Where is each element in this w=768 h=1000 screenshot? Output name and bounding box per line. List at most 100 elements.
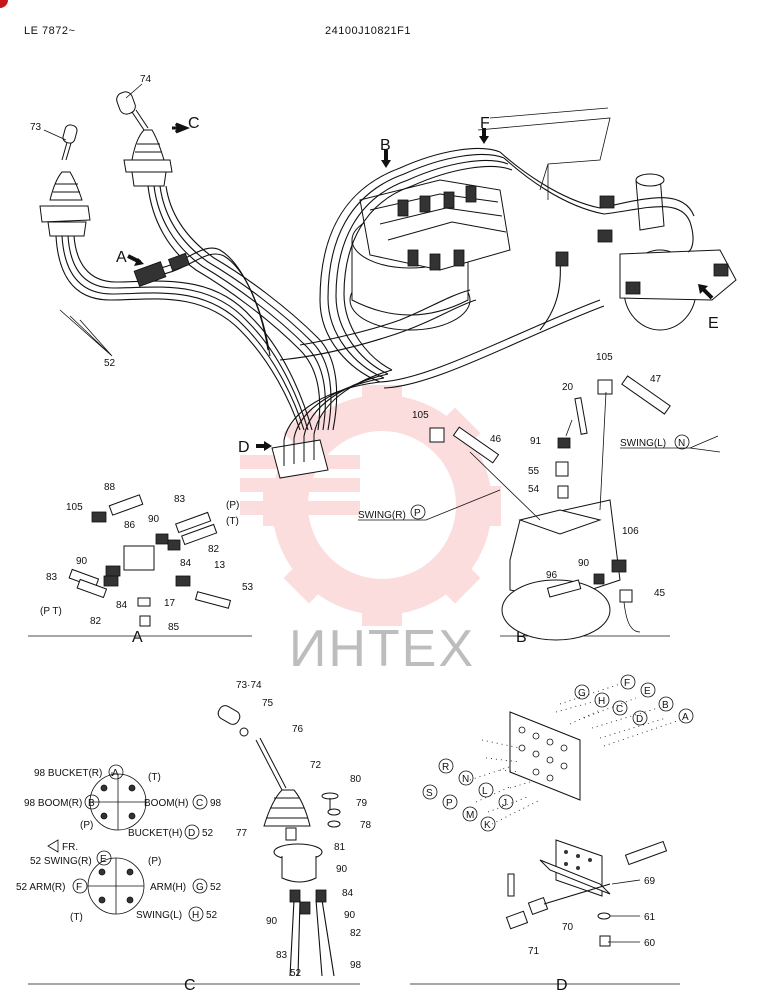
part-label: 79: [356, 798, 368, 809]
part-label: 54: [528, 484, 540, 495]
part-label: 98: [350, 960, 362, 971]
part-label: F: [624, 678, 630, 689]
arrow-label-c: C: [188, 115, 200, 132]
part-label: FR.: [62, 842, 78, 853]
part-label: H: [192, 910, 199, 921]
part-label: E: [644, 686, 651, 697]
part-label: 73·74: [236, 680, 262, 691]
part-label: 106: [622, 526, 639, 537]
part-label: 84: [342, 888, 354, 899]
part-label: 52: [202, 828, 214, 839]
part-label: 52: [210, 882, 222, 893]
part-label: N: [462, 774, 469, 785]
part-label: C: [616, 704, 623, 715]
part-label: K: [484, 820, 491, 831]
part-label: ARM(H): [150, 882, 186, 893]
label-73: 73: [30, 122, 42, 133]
part-label: 83: [276, 950, 288, 961]
part-label: 76: [292, 724, 304, 735]
part-label: 82: [208, 544, 220, 555]
part-label: 72: [310, 760, 322, 771]
left-control-lever: [39, 124, 91, 237]
part-label: P: [446, 798, 453, 809]
part-label: 46: [490, 434, 502, 445]
part-label: J: [502, 798, 507, 809]
part-label: 83: [174, 494, 186, 505]
part-label: 90: [336, 864, 348, 875]
part-label: A: [682, 712, 689, 723]
part-label: (P): [80, 820, 93, 831]
part-label: 77: [236, 828, 248, 839]
part-label: 69: [644, 876, 656, 887]
part-label: 52 SWING(R): [30, 856, 92, 867]
part-label: (P): [148, 856, 161, 867]
arrow-label-d: D: [238, 439, 250, 456]
part-label: 83: [46, 572, 58, 583]
part-label: SWING(R): [358, 510, 406, 521]
detail-view-a: A 105 88 86 90 83 (P) (T) 82 84 90: [28, 482, 254, 646]
valve-hoses: [279, 147, 605, 389]
arrow-label-e: E: [708, 315, 719, 332]
pilot-block-86: [123, 545, 155, 571]
part-label: G: [196, 882, 204, 893]
part-label: 90: [148, 514, 160, 525]
part-label: BOOM(H): [144, 798, 188, 809]
part-label: A: [112, 768, 119, 779]
part-label: (T): [148, 772, 161, 783]
drawing-number: 24100J10821F1: [325, 25, 412, 37]
part-label: 52: [290, 968, 302, 979]
arrow-label-b: B: [380, 137, 391, 154]
part-label: (P): [226, 500, 239, 511]
svg-text:N: N: [678, 438, 685, 449]
label-74: 74: [140, 74, 152, 85]
control-valve-b: [349, 179, 511, 331]
view-label-b: B: [516, 629, 527, 646]
corner-tab: [0, 0, 8, 8]
part-label: 82: [350, 928, 362, 939]
view-arrows: [127, 122, 714, 451]
part-label: (T): [226, 516, 239, 527]
part-label: H: [598, 696, 605, 707]
part-label: 85: [168, 622, 180, 633]
machine-frame: [477, 107, 611, 200]
detail-view-b: B 105 20 47 105 46 91 SWING(L) F: [358, 352, 721, 646]
part-label: 71: [528, 946, 540, 957]
pilot-hoses: [55, 185, 338, 431]
part-label: 53: [242, 582, 254, 593]
part-label: 47: [650, 374, 662, 385]
swing-motor-e: [555, 173, 737, 331]
part-label: 61: [644, 912, 656, 923]
view-label-a: A: [132, 629, 143, 646]
arrow-label-f: F: [480, 115, 490, 132]
part-label: D: [636, 714, 643, 725]
part-label: (T): [70, 912, 83, 923]
part-label: (P T): [40, 606, 62, 617]
part-label: 105: [596, 352, 613, 363]
part-label: B: [88, 798, 95, 809]
part-label: 91: [530, 436, 542, 447]
part-label: D: [188, 828, 195, 839]
part-label: 98 BOOM(R): [24, 798, 82, 809]
part-label: 60: [644, 938, 656, 949]
detail-view-c: C 98 BUCKET(R) A (T) 98 BOOM(R) B BOOM(H…: [16, 680, 372, 994]
part-label: 105: [66, 502, 83, 513]
part-label: 45: [654, 588, 666, 599]
part-label: BUCKET(H): [128, 828, 182, 839]
main-assembly: 74 73 C A B F D E 52: [30, 74, 737, 479]
detail-view-d: D G H F E C B D A: [410, 674, 694, 994]
part-label: 78: [360, 820, 372, 831]
svg-text:P: P: [414, 508, 421, 519]
part-label: 20: [562, 382, 574, 393]
part-label: S: [426, 788, 433, 799]
part-label: 98 BUCKET(R): [34, 768, 102, 779]
arrow-label-a: A: [116, 249, 127, 266]
part-label: 90: [266, 916, 278, 927]
part-label: 80: [350, 774, 362, 785]
pilot-block-a: [133, 252, 191, 287]
part-label: 90: [344, 910, 356, 921]
part-label: 55: [528, 466, 540, 477]
part-label: M: [466, 810, 474, 821]
part-label: 98: [210, 798, 222, 809]
